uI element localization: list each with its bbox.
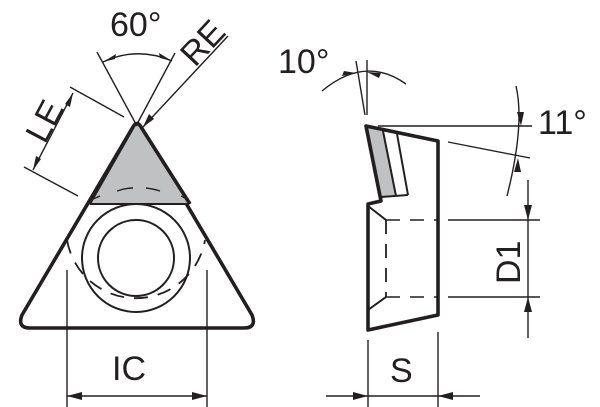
inscribed-circle-dashed [66,239,206,300]
angle-11-label: 11° [538,104,587,142]
hole-outer-circle [81,203,191,313]
s-label: S [390,352,413,390]
d1-label: D1 [490,241,528,284]
re-label: RE [173,13,233,73]
ic-label: IC [112,350,146,388]
side-shaded [368,127,396,197]
angle-10-label: 10° [278,43,329,81]
le-label: LE [19,94,72,149]
side-view [321,60,540,407]
angle-60-label: 60° [110,6,161,44]
chip-breaker-shaded [90,125,189,203]
top-view [18,35,256,407]
hole-inner-circle [97,219,175,297]
side-outline [364,124,440,332]
